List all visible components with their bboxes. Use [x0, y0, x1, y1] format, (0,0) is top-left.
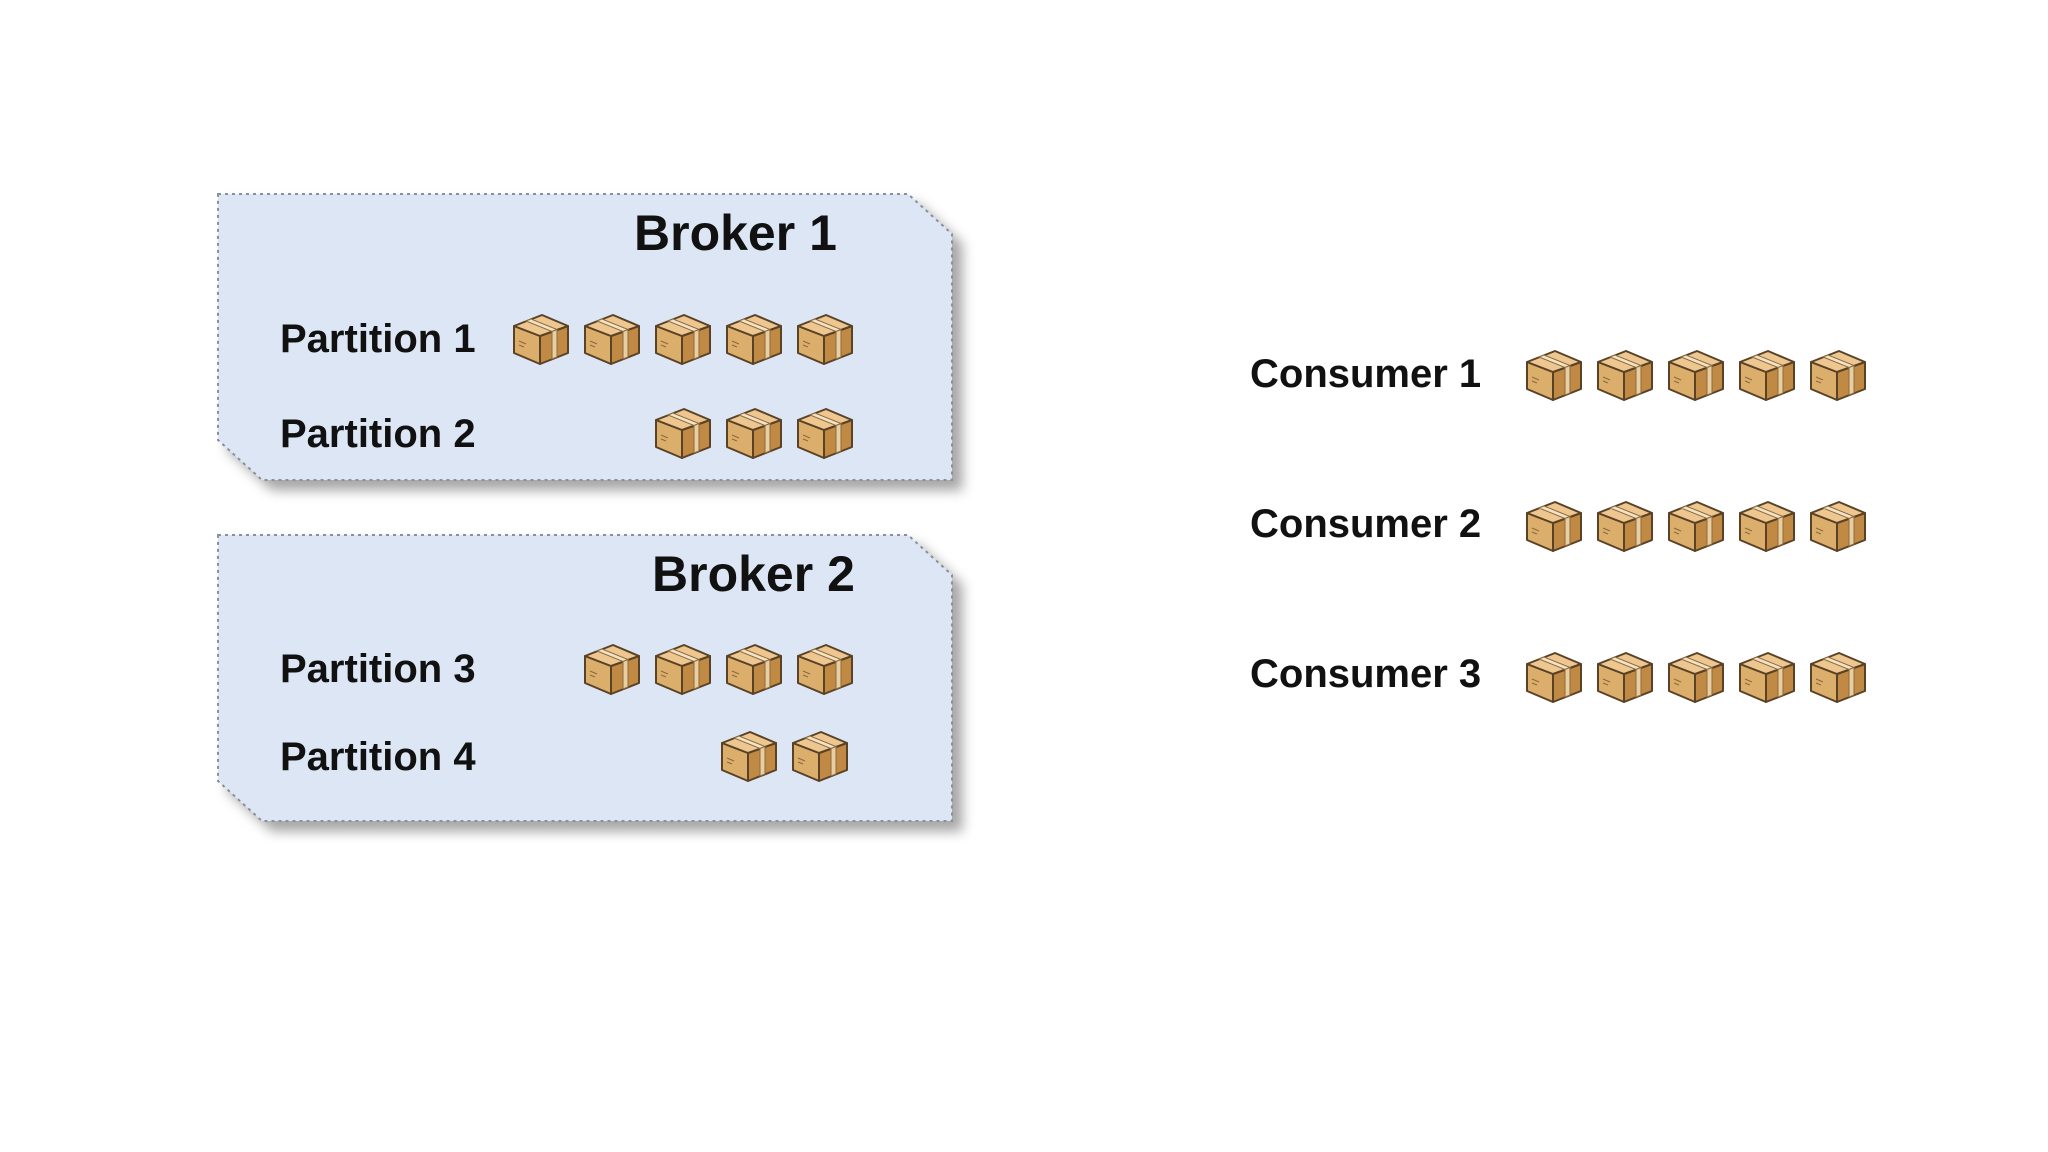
cardboard-box-icon — [1597, 652, 1653, 703]
cardboard-box-icon — [1739, 652, 1795, 703]
consumer-3-messages — [1523, 646, 1869, 704]
cardboard-box-icon — [1668, 501, 1724, 552]
partition-2-messages — [652, 402, 856, 460]
cardboard-box-icon — [513, 314, 569, 365]
cardboard-box-icon — [792, 731, 848, 782]
broker-2-container: Broker 2 Partition 3 Partition 4 — [217, 534, 953, 822]
cardboard-box-icon — [726, 314, 782, 365]
cardboard-box-icon — [655, 644, 711, 695]
cardboard-box-icon — [1668, 652, 1724, 703]
broker-2-title: Broker 2 — [652, 546, 855, 602]
partition-4-label: Partition 4 — [280, 735, 476, 779]
cardboard-box-icon — [1739, 350, 1795, 401]
cardboard-box-icon — [1597, 501, 1653, 552]
partition-3-messages — [581, 638, 856, 696]
cardboard-box-icon — [726, 644, 782, 695]
consumer-2-messages — [1523, 495, 1869, 553]
cardboard-box-icon — [721, 731, 777, 782]
cardboard-box-icon — [1597, 350, 1653, 401]
partition-4-messages — [718, 725, 851, 783]
cardboard-box-icon — [1668, 350, 1724, 401]
cardboard-box-icon — [655, 408, 711, 459]
partition-2-label: Partition 2 — [280, 412, 476, 456]
cardboard-box-icon — [1526, 501, 1582, 552]
cardboard-box-icon — [584, 314, 640, 365]
cardboard-box-icon — [1526, 350, 1582, 401]
partition-1-label: Partition 1 — [280, 317, 476, 361]
consumer-3-label: Consumer 3 — [1250, 652, 1482, 696]
consumer-1-label: Consumer 1 — [1250, 352, 1482, 396]
cardboard-box-icon — [1810, 501, 1866, 552]
cardboard-box-icon — [726, 408, 782, 459]
broker-1-container: Broker 1 Partition 1 Partition 2 — [217, 193, 953, 481]
cardboard-box-icon — [584, 644, 640, 695]
cardboard-box-icon — [797, 408, 853, 459]
consumer-2-label: Consumer 2 — [1250, 502, 1482, 546]
cardboard-box-icon — [1526, 652, 1582, 703]
partition-1-messages — [510, 308, 856, 366]
broker-1-title: Broker 1 — [634, 205, 837, 261]
cardboard-box-icon — [797, 644, 853, 695]
cardboard-box-icon — [655, 314, 711, 365]
cardboard-box-icon — [1810, 350, 1866, 401]
cardboard-box-icon — [797, 314, 853, 365]
consumer-1-messages — [1523, 344, 1869, 402]
cardboard-box-icon — [1739, 501, 1795, 552]
cardboard-box-icon — [1810, 652, 1866, 703]
partition-3-label: Partition 3 — [280, 647, 476, 691]
